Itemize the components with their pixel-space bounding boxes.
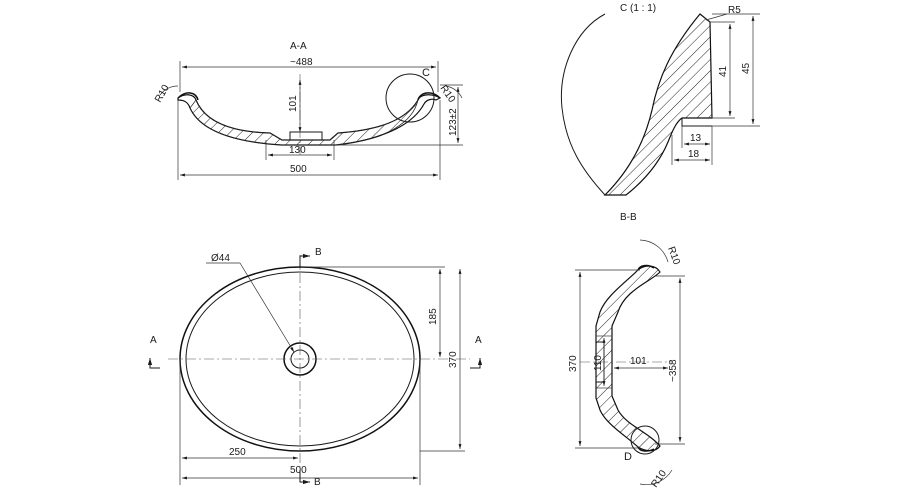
section-bb-dim-110: 110 xyxy=(593,355,604,371)
section-bb-view: B-B 370 110 101 ~358 R10 D xyxy=(568,212,685,490)
svg-text:B: B xyxy=(315,247,322,258)
detail-c-dim-45: 45 xyxy=(741,62,752,74)
plan-view: Ø44 185 370 250 500 B B A A xyxy=(147,247,483,488)
section-aa-detail-label: C xyxy=(422,67,430,79)
detail-c-marker-circle xyxy=(385,73,435,123)
detail-c-title: C (1 : 1) xyxy=(620,3,656,14)
section-bb-basin-shell xyxy=(595,265,661,452)
section-aa-dim-depth: 101 xyxy=(288,95,299,112)
detail-d-marker-circle xyxy=(630,425,660,455)
section-bb-dim-370: 370 xyxy=(568,355,579,372)
section-aa-view: A-A ~488 101 123±2 130 500 xyxy=(153,41,463,180)
plan-dim-185: 185 xyxy=(428,308,439,325)
svg-text:B: B xyxy=(314,477,321,488)
section-aa-dim-drain: 130 xyxy=(289,145,306,156)
section-aa-dim-height: 123±2 xyxy=(448,108,459,136)
plan-cut-b-top: B xyxy=(299,247,322,268)
section-bb-title: B-B xyxy=(620,212,637,223)
section-aa-dim-width: 500 xyxy=(290,164,307,175)
plan-cut-b-bottom: B xyxy=(299,470,321,488)
svg-text:A: A xyxy=(150,335,157,346)
section-bb-radius-bottom: R10 xyxy=(649,468,669,490)
section-bb-detail-label: D xyxy=(624,451,632,463)
plan-cut-a-right: A xyxy=(470,335,483,369)
plan-dim-500: 500 xyxy=(290,465,307,476)
detail-c-dim-18: 18 xyxy=(688,149,700,160)
svg-text:A: A xyxy=(475,335,482,346)
detail-c-radius: R5 xyxy=(728,5,741,16)
section-aa-radius-left: R10 xyxy=(153,83,172,105)
section-aa-title: A-A xyxy=(290,41,307,52)
detail-c-rim-section xyxy=(603,13,713,196)
section-bb-dim-101: 101 xyxy=(630,356,647,367)
section-bb-dim-358: ~358 xyxy=(668,359,679,382)
detail-c-view: C (1 : 1) R5 41 45 13 18 xyxy=(560,3,760,196)
detail-c-dim-13: 13 xyxy=(690,133,702,144)
plan-dim-250: 250 xyxy=(229,447,246,458)
section-aa-radius-right: R10 xyxy=(438,83,458,105)
detail-c-dim-41: 41 xyxy=(718,65,729,77)
section-aa-dim-top: ~488 xyxy=(290,57,313,68)
plan-dim-370: 370 xyxy=(448,351,459,368)
section-bb-radius-top: R10 xyxy=(665,245,682,266)
plan-cut-a-left: A xyxy=(147,335,160,369)
plan-drain-dia: Ø44 xyxy=(211,253,230,264)
